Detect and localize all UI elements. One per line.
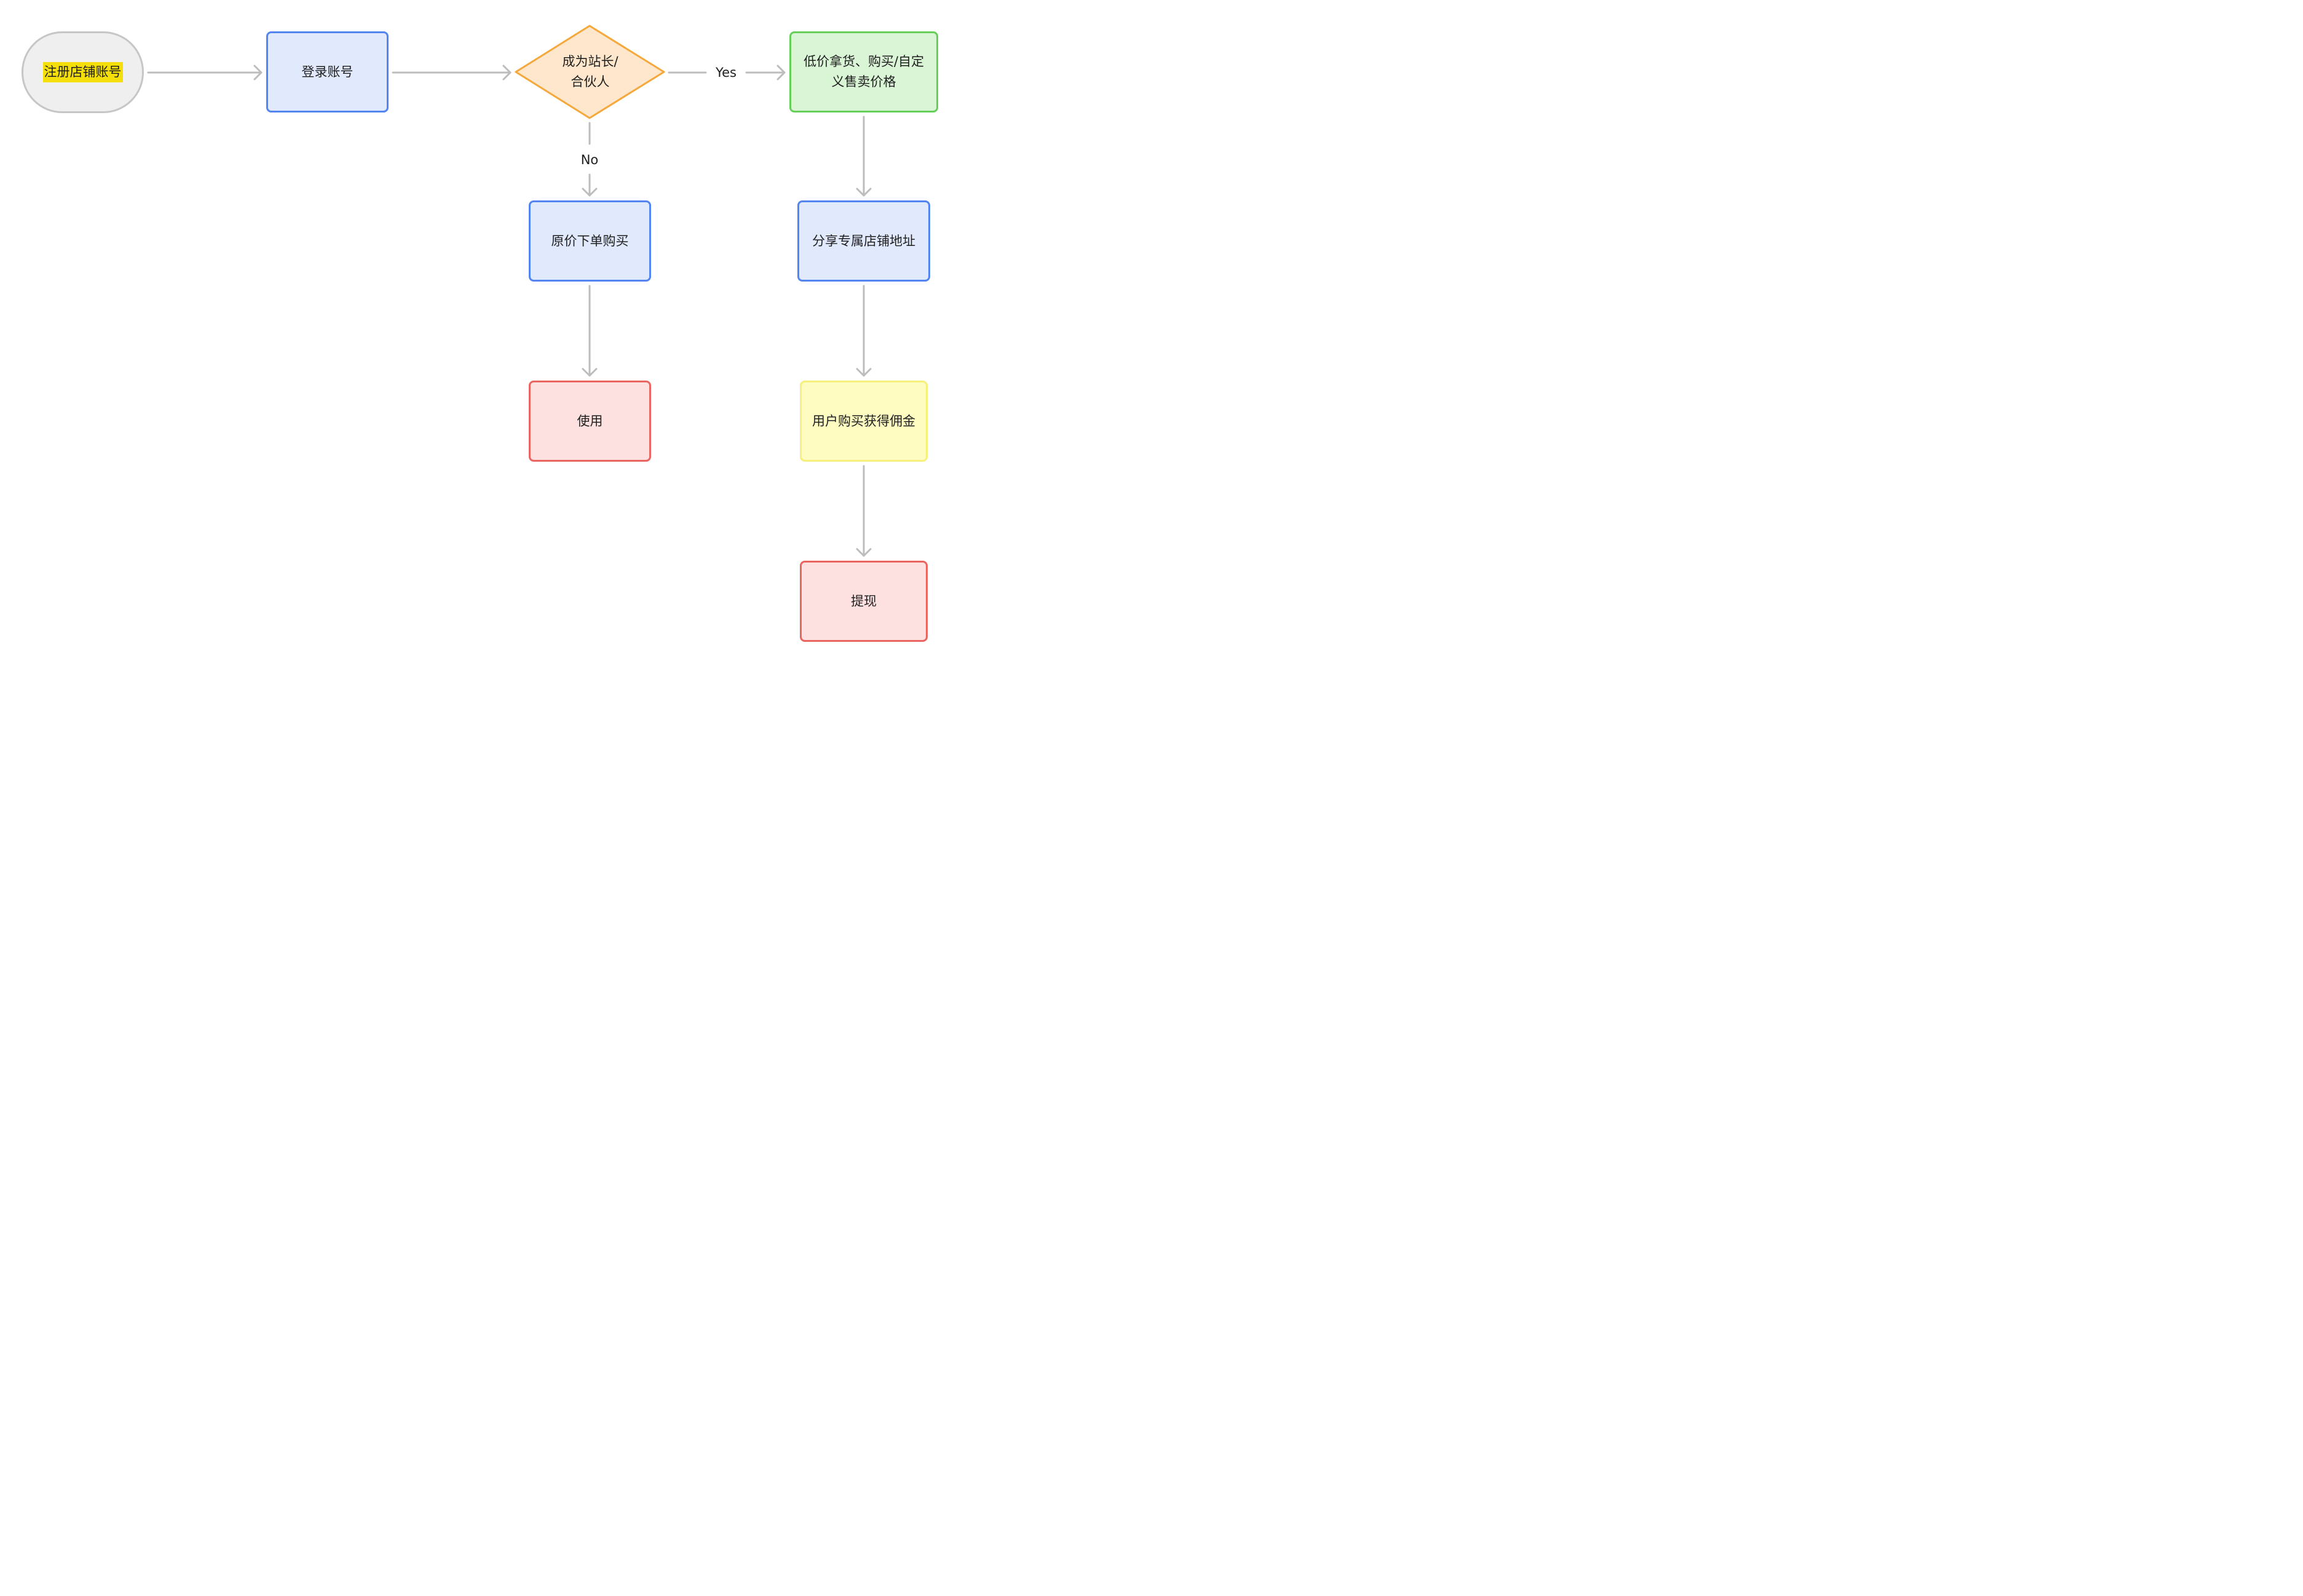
- node-register-account[interactable]: 注册店铺账号: [22, 31, 144, 113]
- edge-login-to-decision: [392, 65, 512, 81]
- node-use-label: 使用: [577, 413, 603, 429]
- node-login-label: 登录账号: [301, 64, 354, 79]
- connector-layer: [147, 25, 872, 557]
- node-earn-commission[interactable]: 用户购买获得佣金: [800, 381, 928, 462]
- node-register-label: 注册店铺账号: [42, 62, 123, 82]
- node-low-price-purchase[interactable]: 低价拿货、购买/自定 义售卖价格: [789, 31, 938, 113]
- node-commission-label: 用户购买获得佣金: [812, 413, 915, 429]
- node-decision[interactable]: 成为站长/ 合伙人: [515, 26, 665, 118]
- node-original-price-label: 原价下单购买: [551, 233, 629, 248]
- edge-decision-yes: [668, 65, 786, 81]
- edge-register-to-login: [147, 65, 263, 81]
- node-share-label: 分享专属店铺地址: [812, 233, 915, 248]
- edge-lowprice-to-share: [856, 116, 872, 197]
- node-withdraw-label: 提现: [851, 593, 877, 609]
- edge-decision-no: [582, 122, 598, 197]
- edge-label-no: No: [575, 151, 604, 168]
- node-decision-label-line1: 成为站长/: [562, 54, 618, 69]
- node-share-store-link[interactable]: 分享专属店铺地址: [797, 200, 930, 282]
- edge-label-yes: Yes: [708, 64, 744, 81]
- node-low-price-label-line1: 低价拿货、购买/自定: [803, 54, 925, 69]
- node-login[interactable]: 登录账号: [266, 31, 389, 113]
- node-low-price-label-line2: 义售卖价格: [831, 74, 896, 89]
- node-original-price-order[interactable]: 原价下单购买: [529, 200, 651, 282]
- decision-diamond: [515, 25, 665, 119]
- edge-share-to-commission: [856, 285, 872, 377]
- node-use[interactable]: 使用: [529, 381, 651, 462]
- edge-commission-to-withdraw: [856, 465, 872, 557]
- node-withdraw[interactable]: 提现: [800, 561, 928, 642]
- edge-original-to-use: [582, 285, 598, 377]
- node-decision-label-line2: 合伙人: [571, 74, 610, 89]
